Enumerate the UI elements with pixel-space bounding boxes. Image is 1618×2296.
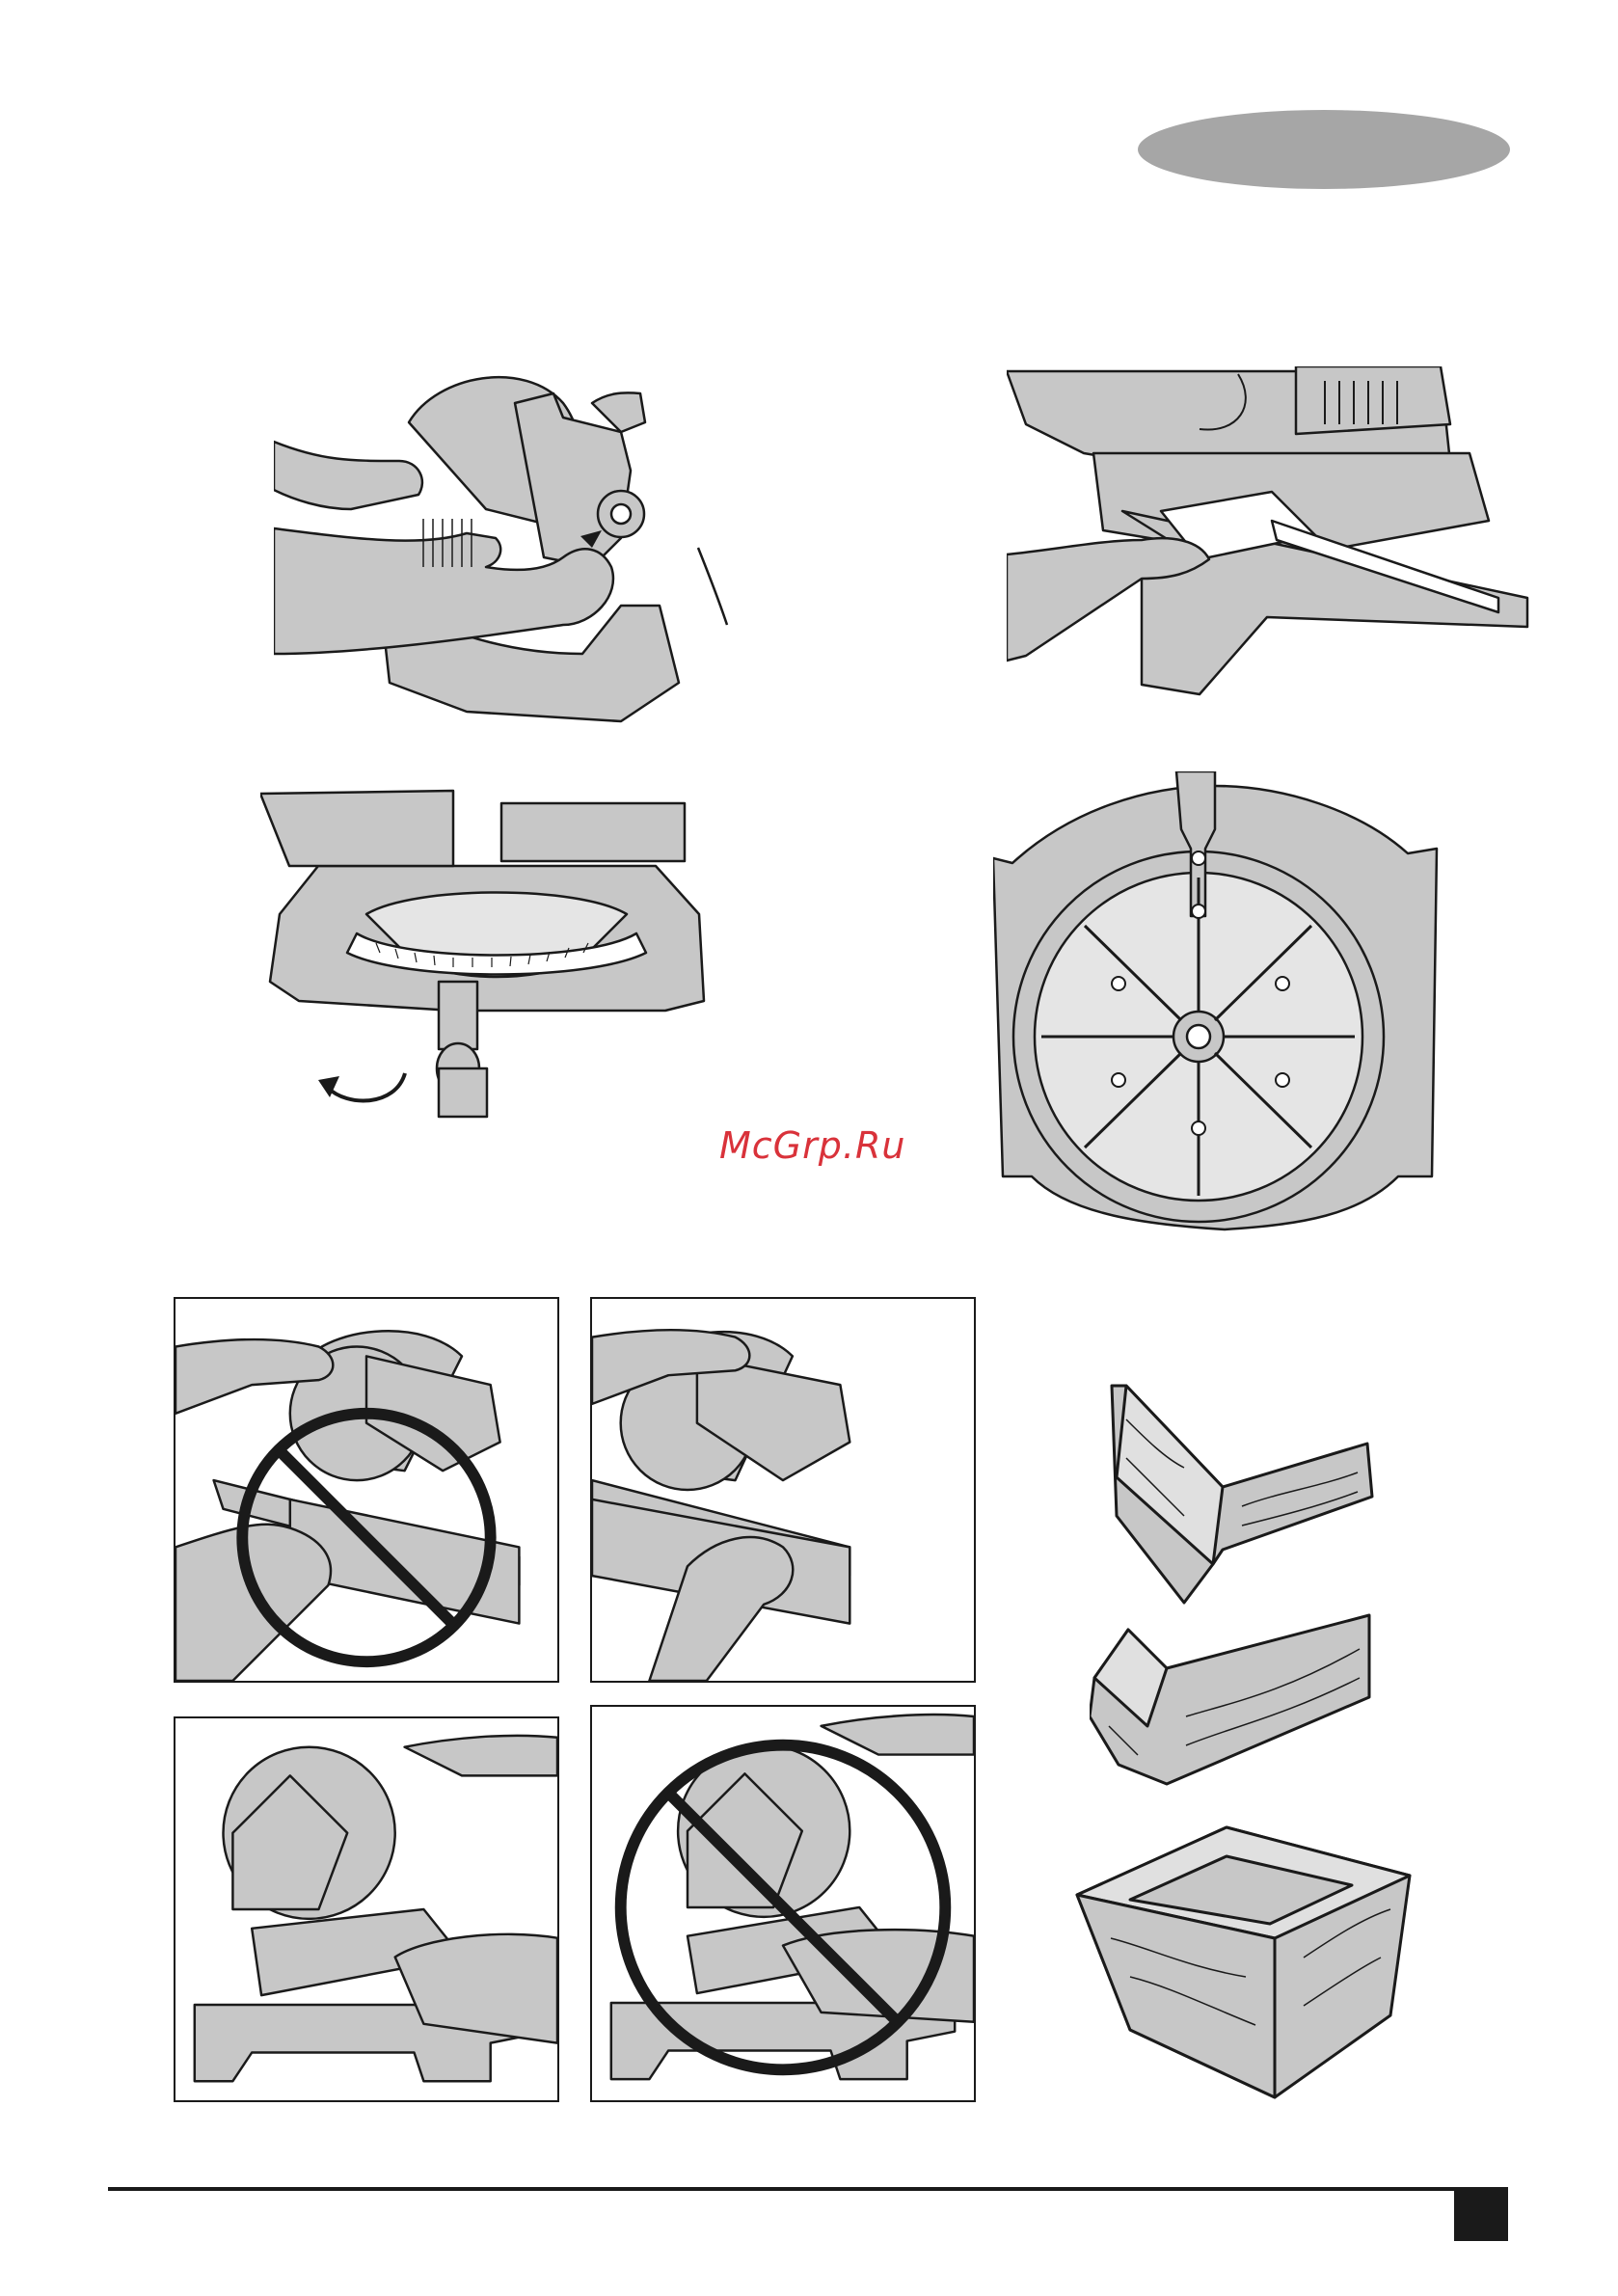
footer-rule	[108, 2187, 1508, 2191]
saw-crosscut-icon	[592, 1299, 974, 1681]
saw-crosscut-icon	[175, 1299, 557, 1681]
blade-guard-screws-icon	[993, 771, 1446, 1249]
watermark: McGrp.Ru	[719, 1124, 905, 1167]
fence-alignment-icon	[1007, 366, 1537, 733]
bevel-joint-icon	[1090, 1610, 1379, 1794]
language-tab	[1134, 106, 1514, 193]
saw-bevel-icon	[175, 1718, 557, 2100]
page-number-block	[1454, 2187, 1508, 2241]
wrong-hand-frame	[174, 1297, 559, 1683]
wrong-bevel-frame	[590, 1705, 976, 2102]
mitre-knob-rotate-icon	[260, 789, 714, 1126]
compound-box-icon	[1072, 1823, 1416, 2102]
correct-hand-frame	[590, 1297, 976, 1683]
saw-bevel-icon	[592, 1707, 974, 2100]
mitre-joint-icon	[1107, 1381, 1377, 1612]
blade-change-hands-icon	[274, 365, 737, 731]
correct-bevel-frame	[174, 1716, 559, 2102]
